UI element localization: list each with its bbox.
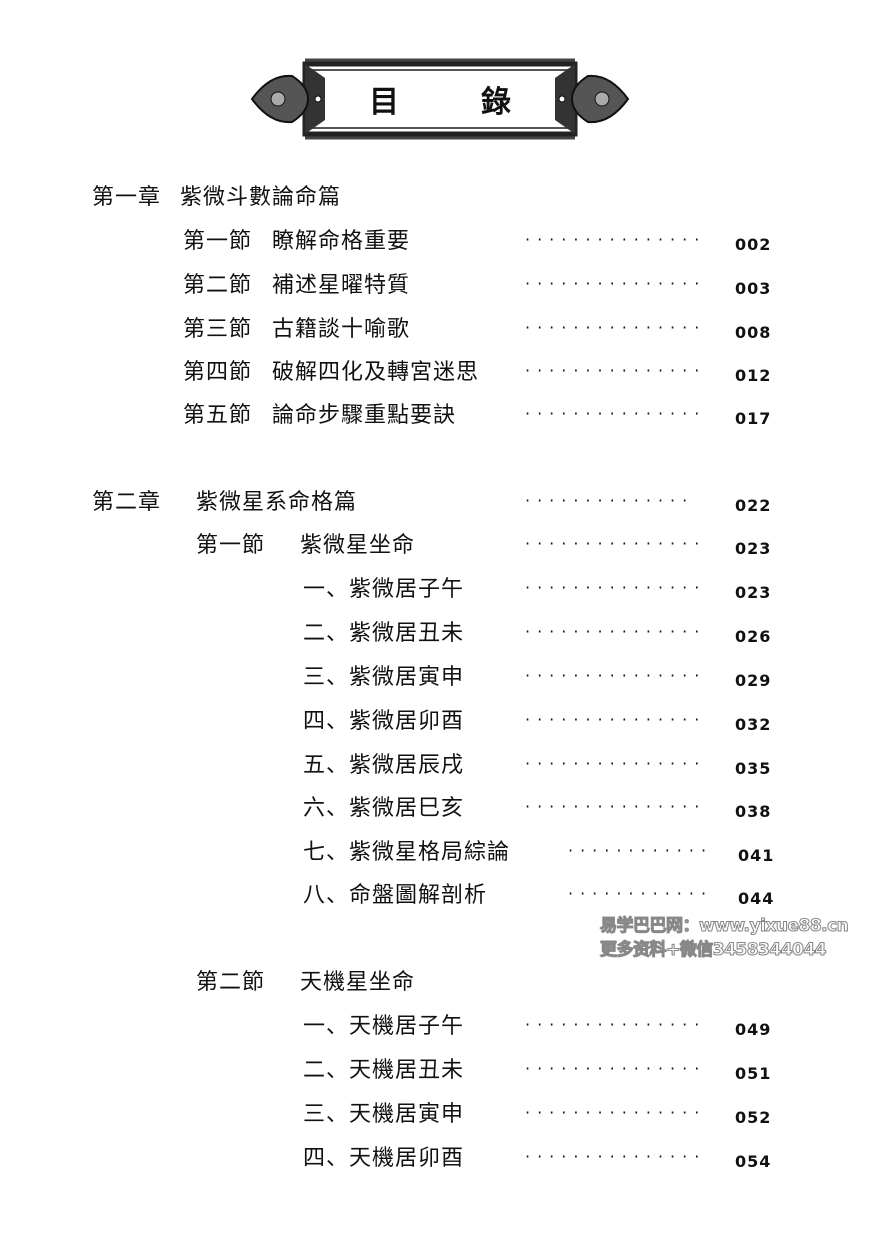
page-number: 003 bbox=[735, 279, 772, 298]
page-number: 052 bbox=[735, 1108, 772, 1127]
toc-entry-title: 補述星曜特質 bbox=[272, 273, 411, 298]
page-number: 032 bbox=[735, 715, 772, 734]
toc-entry[interactable]: 七、紫微星格局綜論 ············ 041 bbox=[0, 838, 880, 868]
toc-entry[interactable]: 八、命盤圖解剖析 ············ 044 bbox=[0, 881, 880, 911]
page-number: 044 bbox=[738, 889, 775, 908]
toc-entry-title: 二、紫微居丑未 bbox=[303, 621, 465, 646]
toc-entry-title: 瞭解命格重要 bbox=[272, 229, 411, 254]
page-number: 035 bbox=[735, 759, 772, 778]
toc-entry[interactable]: 四、天機居卯酉 ··············· 054 bbox=[0, 1144, 880, 1174]
toc-entry-title: 八、命盤圖解剖析 bbox=[303, 883, 488, 908]
page-number: 051 bbox=[735, 1064, 772, 1083]
leader-dots: ··············· bbox=[525, 318, 707, 337]
toc-entry[interactable]: 第二節 天機星坐命 bbox=[0, 968, 880, 998]
leader-dots: ··············· bbox=[525, 622, 707, 641]
leader-dots: ··············· bbox=[525, 534, 707, 553]
toc-entry[interactable]: 一、紫微居子午 ··············· 023 bbox=[0, 575, 880, 605]
toc-entry-title: 二、天機居丑未 bbox=[303, 1058, 465, 1083]
toc-entry-title: 四、天機居卯酉 bbox=[303, 1146, 465, 1171]
page-number: 026 bbox=[735, 627, 772, 646]
page-number: 017 bbox=[735, 409, 772, 428]
leader-dots: ··············· bbox=[525, 666, 707, 685]
leader-dots: ··············· bbox=[525, 578, 707, 597]
toc-entry[interactable]: 二、天機居丑未 ··············· 051 bbox=[0, 1056, 880, 1086]
leader-dots: ··············· bbox=[525, 1147, 707, 1166]
toc-entry-label: 第二章 bbox=[92, 490, 162, 515]
toc-entry-title: 一、天機居子午 bbox=[303, 1014, 465, 1039]
toc-entry-label: 第一章 bbox=[92, 185, 162, 210]
toc-entry[interactable]: 二、紫微居丑未 ··············· 026 bbox=[0, 619, 880, 649]
toc-entry-title: 紫微星系命格篇 bbox=[196, 490, 358, 515]
leader-dots: ··············· bbox=[525, 1015, 707, 1034]
toc-entry[interactable]: 五、紫微居辰戌 ··············· 035 bbox=[0, 751, 880, 781]
toc-entry-label: 第三節 bbox=[183, 317, 253, 342]
leader-dots: ··············· bbox=[525, 230, 707, 249]
page-number: 041 bbox=[738, 846, 775, 865]
page-number: 029 bbox=[735, 671, 772, 690]
toc-entry-label: 第一節 bbox=[183, 229, 253, 254]
toc-entry-title: 論命步驟重點要訣 bbox=[272, 403, 457, 428]
page-number: 022 bbox=[735, 496, 772, 515]
toc-entry-title: 紫微斗數論命篇 bbox=[180, 185, 342, 210]
page-number: 054 bbox=[735, 1152, 772, 1171]
page-number: 023 bbox=[735, 539, 772, 558]
toc-entry-title: 紫微星坐命 bbox=[300, 533, 416, 558]
leader-dots: ············ bbox=[568, 841, 714, 860]
title-char: 目 bbox=[369, 85, 399, 120]
leader-dots: ··············· bbox=[525, 710, 707, 729]
leader-dots: ············ bbox=[568, 884, 714, 903]
toc-entry-title: 六、紫微居巳亥 bbox=[303, 796, 465, 821]
leader-dots: ··············· bbox=[525, 1103, 707, 1122]
page-number: 012 bbox=[735, 366, 772, 385]
toc-entry-label: 第二節 bbox=[196, 970, 266, 995]
toc-entry-label: 第一節 bbox=[196, 533, 266, 558]
toc-entry-title: 三、天機居寅申 bbox=[303, 1102, 465, 1127]
toc-entry-title: 四、紫微居卯酉 bbox=[303, 709, 465, 734]
leader-dots: ··············· bbox=[525, 361, 707, 380]
toc-banner: 目 錄 bbox=[250, 56, 630, 142]
leader-dots: ··············· bbox=[525, 404, 707, 423]
toc-entry[interactable]: 第二章 紫微星系命格篇 ·············· 022 bbox=[0, 488, 880, 518]
toc-entry-title: 五、紫微居辰戌 bbox=[303, 753, 465, 778]
watermark-line: 更多资料+微信3458344044 bbox=[599, 940, 827, 961]
toc-entry[interactable]: 第五節論命步驟重點要訣 ··············· 017 bbox=[0, 401, 880, 431]
page-number: 008 bbox=[735, 323, 772, 342]
toc-entry-label: 第二節 bbox=[183, 273, 253, 298]
watermark-line: 易学巴巴网：www.yixue88.cn bbox=[599, 916, 849, 937]
toc-entry-title: 七、紫微星格局綜論 bbox=[303, 840, 511, 865]
page-number: 049 bbox=[735, 1020, 772, 1039]
leader-dots: ··············· bbox=[525, 797, 707, 816]
toc-entry[interactable]: 第一節 紫微星坐命 ··············· 023 bbox=[0, 531, 880, 561]
toc-entry-title: 破解四化及轉宮迷思 bbox=[272, 360, 480, 385]
page-number: 023 bbox=[735, 583, 772, 602]
toc-entry-label: 第五節 bbox=[183, 403, 253, 428]
toc-entry-title: 古籍談十喻歌 bbox=[272, 317, 411, 342]
leader-dots: ·············· bbox=[525, 491, 695, 510]
toc-entry[interactable]: 三、紫微居寅申 ··············· 029 bbox=[0, 663, 880, 693]
toc-entry[interactable]: 一、天機居子午 ··············· 049 bbox=[0, 1012, 880, 1042]
toc-entry[interactable]: 三、天機居寅申 ··············· 052 bbox=[0, 1100, 880, 1130]
toc-entry[interactable]: 第一章紫微斗數論命篇 bbox=[0, 183, 880, 213]
leader-dots: ··············· bbox=[525, 754, 707, 773]
toc-entry-title: 一、紫微居子午 bbox=[303, 577, 465, 602]
toc-entry-title: 天機星坐命 bbox=[300, 970, 416, 995]
toc-entry[interactable]: 六、紫微居巳亥 ··············· 038 bbox=[0, 794, 880, 824]
toc-entry[interactable]: 四、紫微居卯酉 ··············· 032 bbox=[0, 707, 880, 737]
toc-entry[interactable]: 第一節瞭解命格重要 ··············· 002 bbox=[0, 227, 880, 257]
toc-entry[interactable]: 第三節古籍談十喻歌 ··············· 008 bbox=[0, 315, 880, 345]
leader-dots: ··············· bbox=[525, 274, 707, 293]
toc-entry-title: 三、紫微居寅申 bbox=[303, 665, 465, 690]
ornamental-frame bbox=[250, 58, 630, 140]
toc-entry-label: 第四節 bbox=[183, 360, 253, 385]
title-char: 錄 bbox=[481, 85, 511, 120]
leader-dots: ··············· bbox=[525, 1059, 707, 1078]
toc-entry[interactable]: 第二節補述星曜特質 ··············· 003 bbox=[0, 271, 880, 301]
page-number: 038 bbox=[735, 802, 772, 821]
toc-entry[interactable]: 第四節破解四化及轉宮迷思 ··············· 012 bbox=[0, 358, 880, 388]
page-number: 002 bbox=[735, 235, 772, 254]
